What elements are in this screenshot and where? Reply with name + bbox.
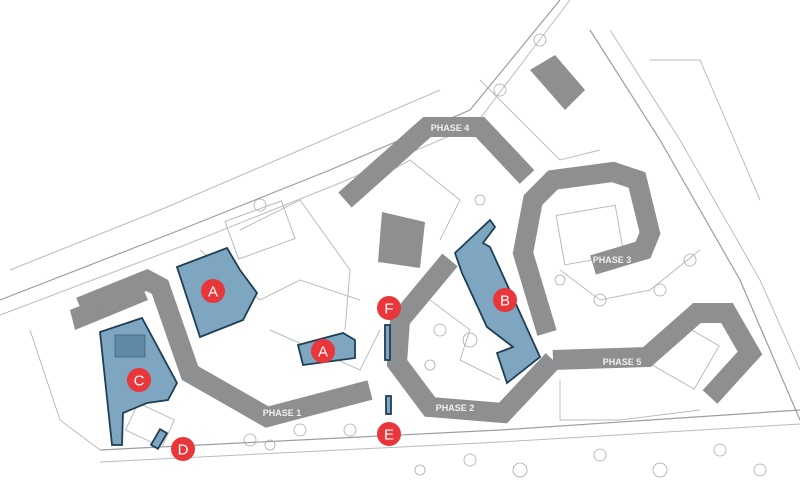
- phase2-label: PHASE 2: [436, 403, 475, 413]
- zone-f-strip: [384, 324, 391, 361]
- phase1-label: PHASE 1: [263, 408, 302, 418]
- phase5-band: [552, 303, 763, 404]
- zone-d-strip: [149, 427, 169, 451]
- building-central: [378, 212, 425, 268]
- phase3-band: [512, 161, 661, 336]
- phase3-label: PHASE 3: [593, 255, 632, 265]
- svg-text:B: B: [500, 293, 510, 310]
- svg-text:A: A: [318, 344, 328, 361]
- svg-text:C: C: [134, 373, 145, 390]
- site-linework: [0, 0, 800, 478]
- phase4-label: PHASE 4: [431, 123, 470, 133]
- phase-labels: PHASE 1 PHASE 2 PHASE 3 PHASE 4 PHASE 5: [263, 123, 642, 418]
- tree-symbols: [243, 33, 767, 478]
- marker-d: D: [171, 437, 195, 461]
- marker-a1: A: [201, 279, 225, 303]
- phase2-band: [386, 253, 561, 424]
- marker-a2: A: [311, 339, 335, 363]
- svg-text:D: D: [178, 442, 189, 459]
- markers: A A B C D E F: [127, 279, 517, 461]
- svg-text:E: E: [384, 427, 394, 444]
- phase1-band: [76, 268, 373, 428]
- phase-bands: [76, 117, 763, 428]
- phase4-band: [338, 117, 535, 208]
- svg-text:F: F: [384, 301, 393, 318]
- marker-e: E: [377, 422, 401, 446]
- zone-c-inner: [114, 334, 146, 358]
- zone-e-strip: [385, 395, 392, 415]
- phase5-label: PHASE 5: [603, 357, 642, 367]
- svg-text:A: A: [208, 284, 218, 301]
- marker-b: B: [493, 288, 517, 312]
- marker-c: C: [127, 368, 151, 392]
- building-north: [530, 55, 585, 110]
- marker-f: F: [377, 296, 401, 320]
